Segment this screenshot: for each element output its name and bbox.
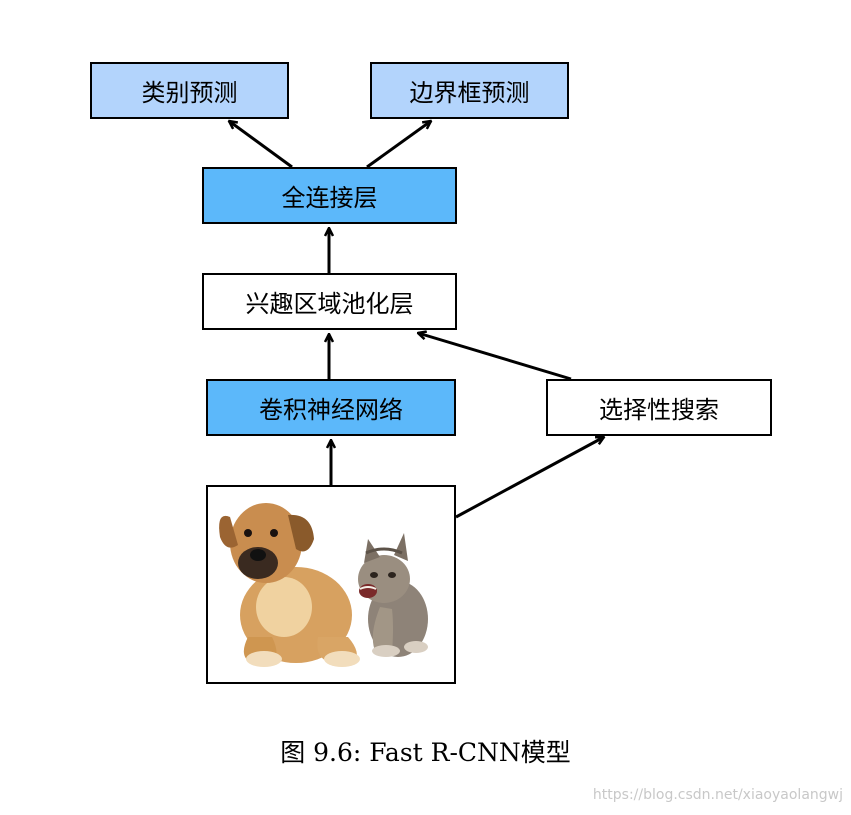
arrow-fc-to-bbox bbox=[366, 121, 431, 169]
fully-connected-label: 全连接层 bbox=[281, 184, 378, 212]
puppy-kitten-illustration bbox=[219, 503, 428, 667]
selective-search-box: 选择性搜索 bbox=[546, 379, 772, 436]
watermark-url: https://blog.csdn.net/xiaoyaolangwj bbox=[592, 787, 843, 803]
cnn-box: 卷积神经网络 bbox=[206, 379, 456, 436]
class-prediction-label: 类别预测 bbox=[141, 79, 238, 107]
bbox-prediction-box: 边界框预测 bbox=[370, 62, 569, 119]
selective-search-label: 选择性搜索 bbox=[599, 396, 719, 424]
kitten-illustration bbox=[358, 533, 428, 657]
arrow-fc-to-class bbox=[229, 121, 293, 169]
input-image bbox=[206, 485, 456, 684]
roi-pooling-box: 兴趣区域池化层 bbox=[202, 273, 457, 330]
puppy-illustration bbox=[219, 503, 360, 667]
cnn-label: 卷积神经网络 bbox=[259, 396, 403, 424]
figure-caption: 图 9.6: Fast R-CNN模型 bbox=[280, 738, 571, 767]
bbox-prediction-label: 边界框预测 bbox=[409, 79, 530, 107]
class-prediction-box: 类别预测 bbox=[90, 62, 289, 119]
roi-pooling-label: 兴趣区域池化层 bbox=[245, 290, 414, 318]
fully-connected-box: 全连接层 bbox=[202, 167, 457, 224]
arrow-image-to-search bbox=[455, 437, 604, 519]
arrow-search-to-roi bbox=[418, 333, 572, 381]
